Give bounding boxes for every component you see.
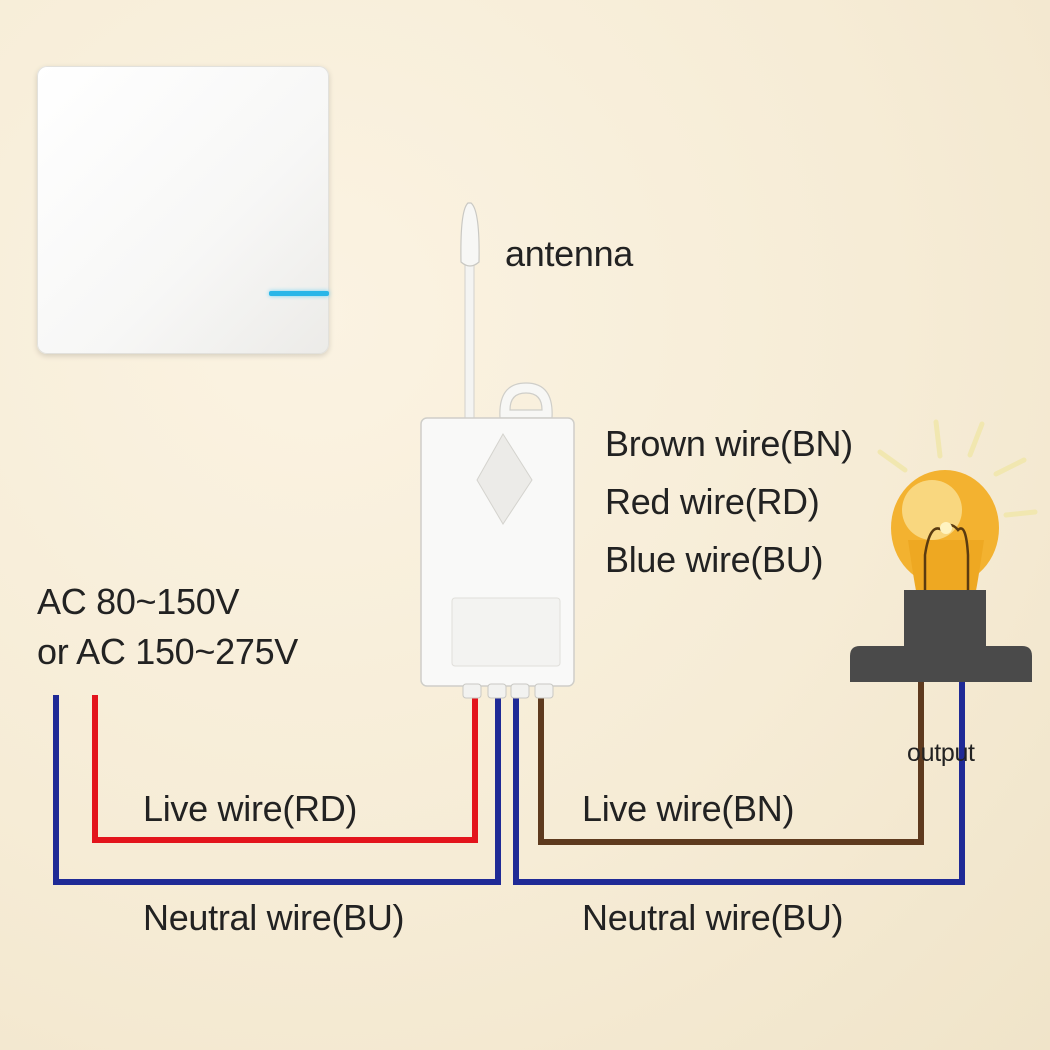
- neutral-wire-blue-right: [513, 680, 965, 885]
- antenna-label: antenna: [505, 233, 634, 274]
- neutral-wire-left-label: Neutral wire(BU): [143, 897, 405, 938]
- live-wire-bn-label: Live wire(BN): [582, 788, 795, 829]
- red-wire-label: Red wire(RD): [605, 481, 820, 522]
- brown-wire-label: Brown wire(BN): [605, 423, 853, 464]
- ac-voltage-label-2: or AC 150~275V: [37, 631, 299, 672]
- live-wire-red-left: [92, 692, 478, 843]
- ac-voltage-label-1: AC 80~150V: [37, 581, 240, 622]
- live-wire-brown-right: [538, 680, 924, 845]
- neutral-wire-blue-left: [53, 692, 501, 885]
- antenna-icon: [460, 202, 480, 426]
- neutral-wire-right-label: Neutral wire(BU): [582, 897, 844, 938]
- blue-wire-label: Blue wire(BU): [605, 539, 824, 580]
- receiver-module-icon: [420, 382, 575, 699]
- wall-switch-icon: [37, 66, 329, 354]
- lamp-holder-icon: [850, 590, 1032, 682]
- output-label: output: [907, 739, 975, 767]
- light-bulb-icon: [877, 419, 1038, 595]
- switch-indicator-led: [269, 291, 329, 296]
- live-wire-rd-label: Live wire(RD): [143, 788, 358, 829]
